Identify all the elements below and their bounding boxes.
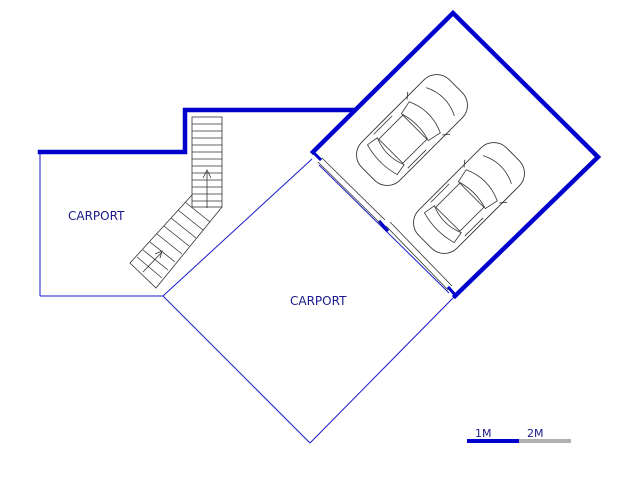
scale-bar: 1M 2M [467,427,571,443]
staircase [129,116,223,289]
center-carport-outline [162,158,456,444]
scale-label-1m: 1M [475,427,492,440]
car-upper [356,74,468,186]
room-label-carport-left: CARPORT [68,209,125,223]
room-label-carport-center: CARPORT [290,294,347,308]
boundary-walls [37,9,602,300]
left-carport-outline [39,152,163,297]
car-lower [413,142,525,254]
garage-door-tracks [317,157,453,291]
scale-label-2m: 2M [527,427,544,440]
